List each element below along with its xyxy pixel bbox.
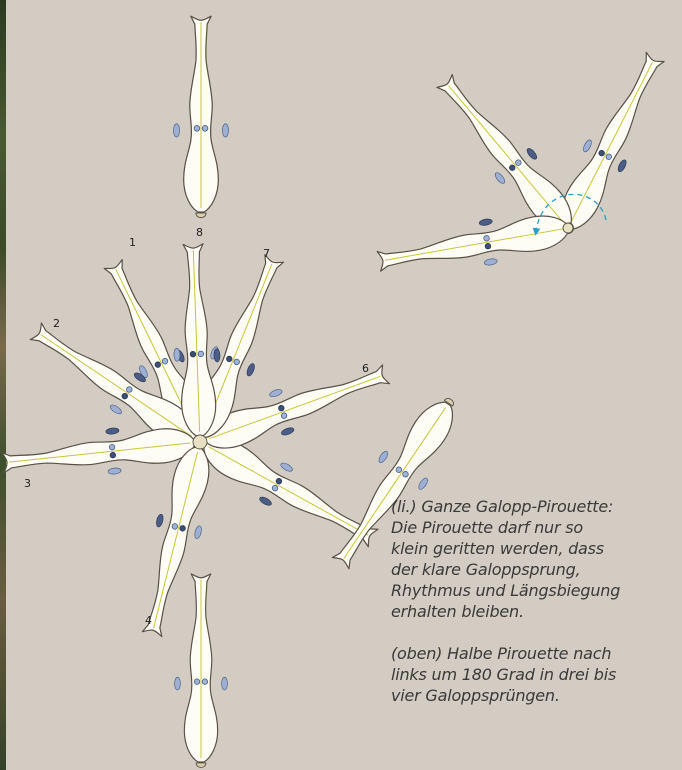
position-number-2: 2: [53, 317, 60, 330]
horse-approach-top: [173, 16, 228, 217]
position-number-1: 1: [129, 236, 136, 249]
half-pirouette-horse-left: [375, 204, 577, 284]
pirouette-horse-4: [130, 437, 222, 640]
position-number-7: 7: [263, 247, 270, 260]
caption: (li.) Ganze Galopp-Pirouette: Die Piroue…: [391, 496, 671, 727]
position-number-3: 3: [24, 477, 31, 490]
position-number-4: 4: [145, 614, 152, 627]
half-pirouette: [375, 46, 676, 284]
position-number-6: 6: [362, 362, 369, 375]
horse-approach-bottom: [175, 574, 228, 768]
pirouette-center: [193, 435, 207, 449]
position-number-8: 8: [196, 226, 203, 239]
half-pirouette-horse-up: [427, 66, 589, 247]
pirouette-horse-3: [1, 419, 202, 485]
half-pirouette-center: [563, 223, 573, 233]
caption-half-pirouette: (oben) Halbe Pirouette nach links um 180…: [391, 643, 671, 706]
caption-full-pirouette: (li.) Ganze Galopp-Pirouette: Die Piroue…: [391, 496, 671, 622]
